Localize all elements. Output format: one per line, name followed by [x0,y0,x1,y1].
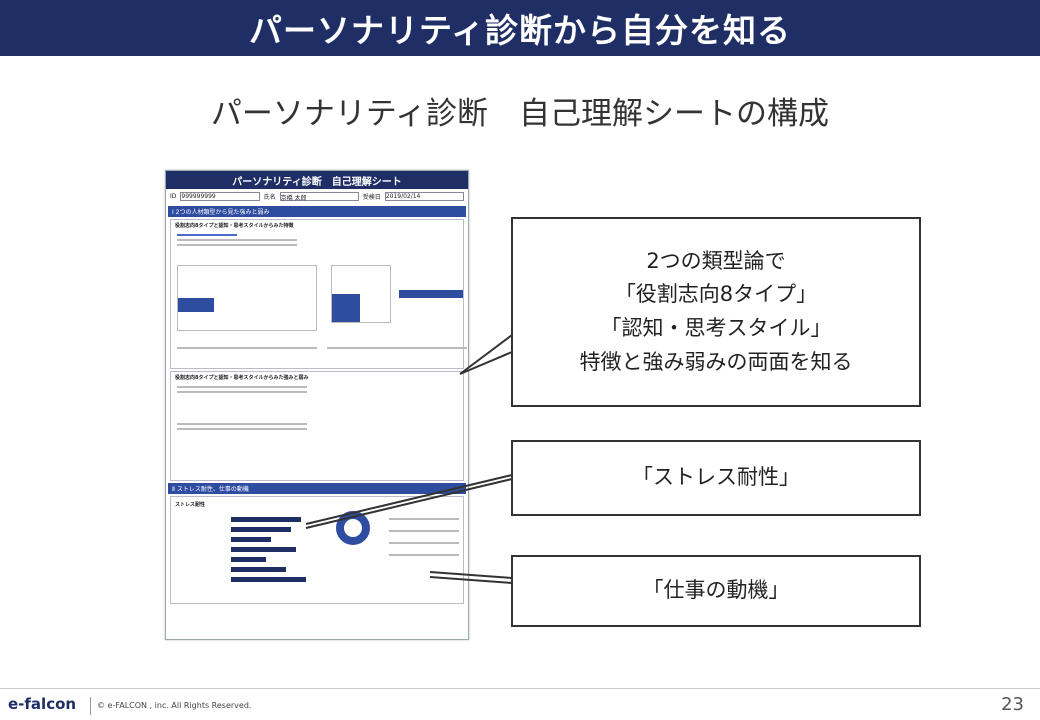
sheet-id-label: ID [170,193,177,200]
callout-stress: 「ストレス耐性」 [511,440,921,516]
callout-motivation: 「仕事の動機」 [511,555,921,627]
callout-types-line1: 2つの類型論で [646,248,786,273]
sheet-date-label: 受検日 [362,194,381,201]
sheet-name-label: 氏名 [263,194,276,201]
footer-logo: e-falcon [8,695,77,713]
style-highlight-row [399,290,463,298]
text-line [177,386,307,388]
text-line [389,518,459,520]
stress-bar [231,517,301,522]
callout-types-line3: 「認知・思考スタイル」 [600,316,832,340]
stress-bar [231,557,266,562]
sheet-panel-c: ストレス耐性 [170,496,464,604]
style-matrix-graphic [331,265,391,323]
stress-bar [231,527,291,532]
callout-types-line4: 特徴と強み弱みの両面を知る [579,349,853,374]
sheet-stress-label: ストレス耐性 [175,502,206,508]
sheet-name-value: 京橋 太郎 [280,195,307,202]
sheet-info-row: ID 999999999 氏名 京橋 太郎 受検日 2019/02/14 [166,189,468,204]
sheet-section-1: Ⅰ 2つの人材類型から見た強みと弱み [168,206,466,217]
text-line [177,428,307,430]
stress-bar [231,547,296,552]
sheet-name-box: 京橋 太郎 [279,192,359,202]
stress-bar [231,577,306,582]
callout-motivation-text: 「仕事の動機」 [642,578,790,603]
type-table-graphic [177,265,317,331]
footer-divider [0,688,1040,689]
text-line [389,542,459,544]
sheet-section-2: Ⅱ ストレス耐性、仕事の動機 [168,483,466,494]
text-line [389,530,459,532]
text-line [177,423,307,425]
page-number: 23 [1001,694,1024,715]
sheet-panel-a-title: 役割志向8タイプと認知・思考スタイルからみた特徴 [175,223,294,229]
slide-header: パーソナリティ診断から自分を知る [0,0,1040,56]
text-line [177,391,307,393]
sheet-id-value: 999999999 [181,193,216,200]
callout-stress-text: 「ストレス耐性」 [632,465,800,490]
stress-bar [231,537,271,542]
motivation-donut-graphic [336,511,370,545]
slide-title: パーソナリティ診断から自分を知る [248,11,792,50]
text-line [177,347,317,349]
highlight-cell [178,298,214,312]
callout-types: 2つの類型論で 「役割志向8タイプ」 「認知・思考スタイル」 特徴と強み弱みの両… [511,217,921,407]
sheet-date-box: 2019/02/14 [384,192,464,201]
text-line [177,234,237,236]
stress-bar [231,567,286,572]
text-line [177,244,297,246]
footer-copyright: © e-FALCON , inc. All Rights Reserved. [97,701,252,710]
matrix-highlight [332,294,360,322]
sheet-date-value: 2019/02/14 [385,193,421,200]
report-sheet-thumbnail: パーソナリティ診断 自己理解シート ID 999999999 氏名 京橋 太郎 … [165,170,469,640]
slide-subtitle: パーソナリティ診断 自己理解シートの構成 [210,96,830,132]
text-line [177,239,297,241]
sheet-panel-b-title: 役割志向8タイプと認知・思考スタイルからみた強みと弱み [175,375,309,381]
sheet-panel-b: 役割志向8タイプと認知・思考スタイルからみた強みと弱み [170,371,464,481]
text-line [327,347,467,349]
text-line [389,554,459,556]
footer-separator [90,697,91,715]
sheet-panel-a: 役割志向8タイプと認知・思考スタイルからみた特徴 [170,219,467,369]
sheet-title: パーソナリティ診断 自己理解シート [166,171,468,189]
sheet-id-box: 999999999 [180,192,260,201]
callout-types-line2: 「役割志向8タイプ」 [614,282,818,307]
